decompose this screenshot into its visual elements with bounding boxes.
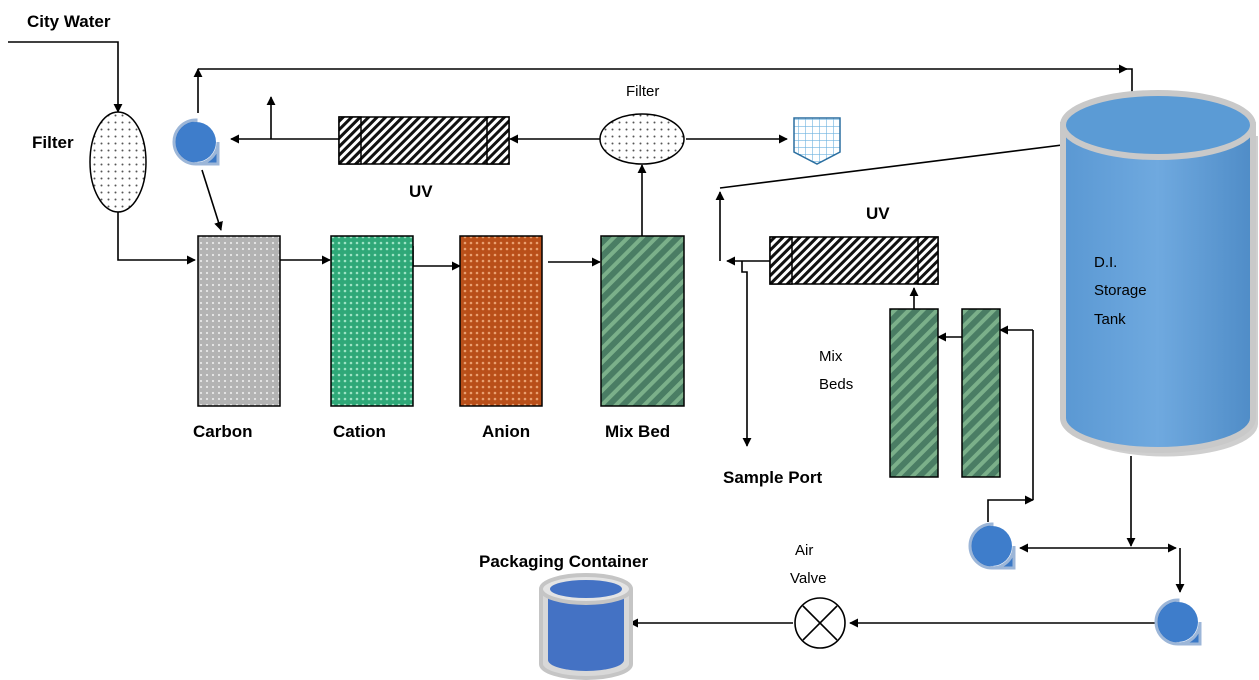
tank-label-line3: Tank	[1094, 311, 1126, 328]
pump-mid-icon	[968, 522, 1016, 570]
valve-icon	[794, 597, 846, 649]
tank-label-line2: Storage	[1094, 282, 1147, 299]
pump-bottom-icon	[1154, 598, 1202, 646]
filter-top-label: Filter	[626, 83, 660, 100]
filter-left-label: Filter	[32, 133, 74, 152]
mix-bed-column	[600, 235, 685, 407]
filter-top-icon	[599, 113, 685, 165]
basket-icon	[793, 117, 841, 165]
mix-bed-b	[961, 308, 1001, 478]
anion-label: Anion	[482, 422, 531, 441]
mix-beds-label-line1: Mix	[819, 348, 843, 365]
mix-bed-label: Mix Bed	[605, 422, 671, 441]
filter-left-icon	[89, 111, 147, 213]
air-valve-label-line1: Air	[795, 542, 814, 559]
packaging-container-label: Packaging Container	[479, 552, 649, 571]
mix-beds-label-line2: Beds	[819, 376, 854, 393]
tank-label-line1: D.I.	[1094, 254, 1118, 271]
uv-lamp-top-icon	[338, 116, 510, 165]
carbon-column	[197, 235, 281, 407]
container-icon	[539, 573, 633, 680]
air-valve-label-line2: Valve	[790, 570, 827, 587]
cation-column	[330, 235, 414, 407]
pump-top-icon	[172, 118, 220, 166]
storage-tank-icon	[1060, 90, 1258, 457]
uv-right-label: UV	[866, 204, 890, 223]
city-water-label: City Water	[27, 12, 111, 31]
anion-column	[459, 235, 543, 407]
mix-bed-a	[889, 308, 939, 478]
sample-port-label: Sample Port	[723, 468, 823, 487]
cation-label: Cation	[333, 422, 386, 441]
carbon-label: Carbon	[193, 422, 253, 441]
uv-top-label: UV	[409, 182, 433, 201]
uv-lamp-right-icon	[769, 236, 939, 285]
